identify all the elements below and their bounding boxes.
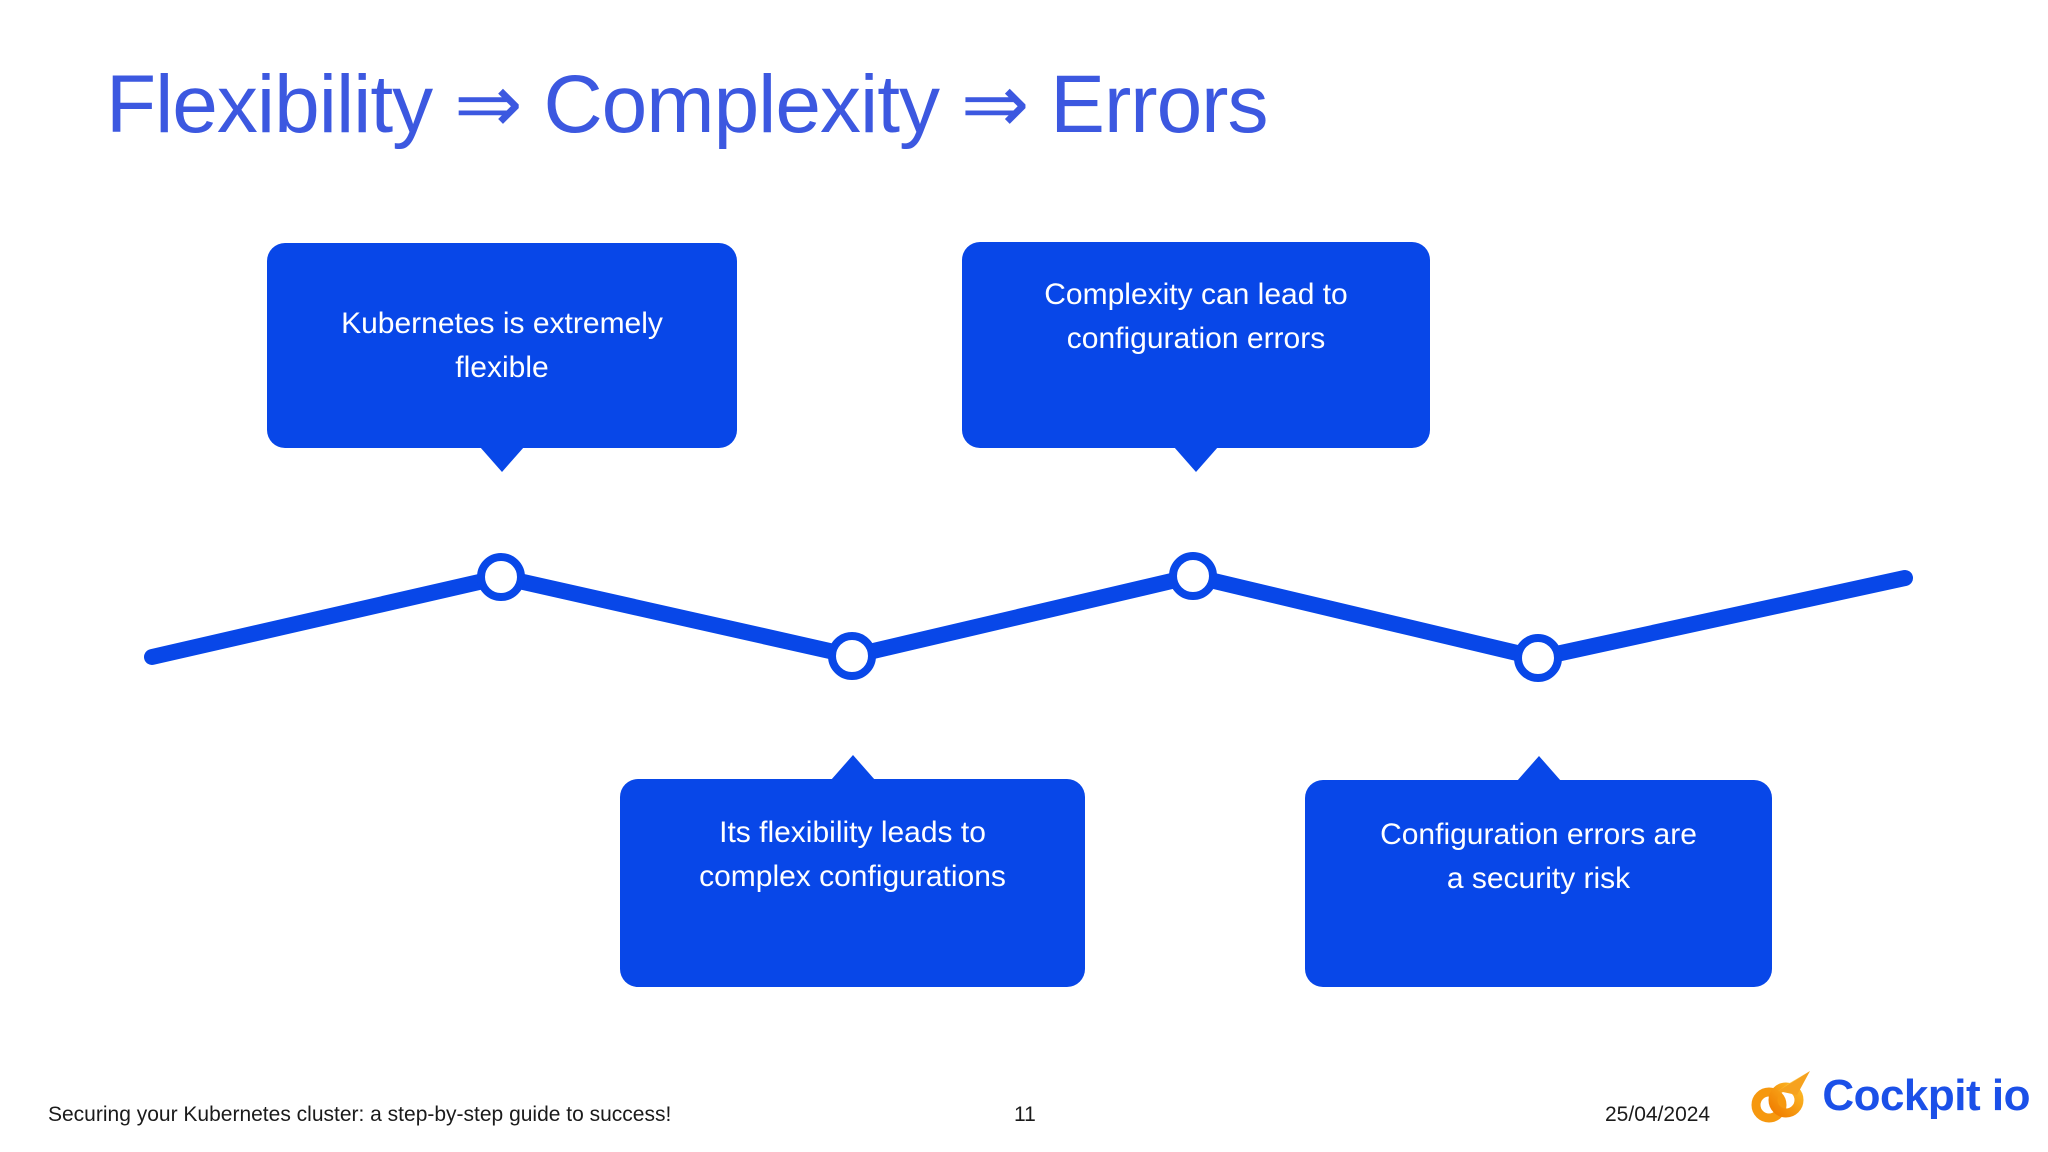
footer-date: 25/04/2024 [1605, 1103, 1711, 1126]
callout-kubernetes-flexible: Kubernetes is extremely flexible [267, 243, 737, 472]
callout-text-line: a security risk [1446, 862, 1631, 895]
zigzag-path [144, 568, 1913, 666]
callout-tail [480, 447, 524, 472]
node-circle [477, 553, 525, 601]
node-circle [1169, 552, 1217, 600]
callout-text-line: Configuration errors are [1380, 818, 1697, 851]
callout-tail [1174, 447, 1218, 472]
cockpit-io-logo: Cockpit io [1750, 1068, 2030, 1124]
callout-flexibility-configurations: Its flexibility leads to complex configu… [620, 755, 1085, 987]
callout-text-line: flexible [455, 350, 549, 384]
callout-text-line: complex configurations [699, 860, 1006, 893]
callout-complexity-errors: Complexity can lead to configuration err… [962, 242, 1430, 472]
callout-tail [1516, 756, 1561, 781]
callout-text-line: Its flexibility leads to [719, 816, 986, 849]
callout-text-line: Complexity can lead to [1044, 278, 1348, 311]
callout-text-line: Kubernetes is extremely [341, 306, 663, 340]
callout-tail [830, 755, 875, 780]
cockpit-logo-icon [1751, 1071, 1811, 1123]
node-circle [828, 632, 876, 680]
node-circle [1514, 634, 1562, 682]
footer-presentation-title: Securing your Kubernetes cluster: a step… [48, 1103, 672, 1126]
callout-security-risk: Configuration errors are a security risk [1305, 756, 1772, 987]
callout-text-line: configuration errors [1066, 322, 1326, 355]
slide-title: Flexibility ⇒ Complexity ⇒ Errors [106, 59, 1268, 150]
logo-wordmark: Cockpit io [1822, 1071, 2030, 1120]
footer-page-number: 11 [1014, 1103, 1036, 1126]
